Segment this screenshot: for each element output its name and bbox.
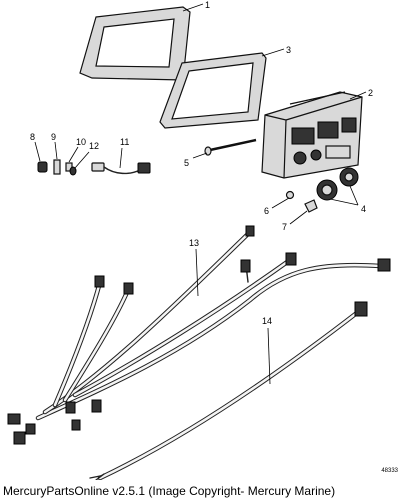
- part-14-extension-harness[interactable]: [89, 301, 368, 480]
- part-6-washer[interactable]: [285, 190, 295, 200]
- callout-2: 2: [368, 88, 373, 98]
- callout-4: 4: [361, 204, 366, 214]
- exploded-parts-diagram: 1 3 2 5 4 6: [7, 0, 391, 480]
- part-13-main-harness[interactable]: [7, 225, 391, 445]
- callout-6: 6: [264, 206, 269, 216]
- copyright-footer: MercuryPartsOnline v2.5.1 (Image Copyrig…: [3, 484, 336, 498]
- callout-13: 13: [189, 238, 199, 248]
- part-3-gasket[interactable]: [159, 52, 267, 129]
- callout-1: 1: [205, 0, 210, 10]
- part-11-jumper-harness[interactable]: [91, 162, 151, 175]
- part-4-knobs[interactable]: [316, 167, 359, 201]
- part-12-o-ring[interactable]: [69, 166, 77, 176]
- part-1-bezel[interactable]: [79, 6, 191, 81]
- part-7-clip[interactable]: [304, 199, 318, 213]
- callout-3: 3: [286, 45, 291, 55]
- callout-5: 5: [184, 158, 189, 168]
- callout-9: 9: [51, 132, 56, 142]
- part-8-plug[interactable]: [37, 161, 48, 173]
- reference-number: 48333: [381, 468, 398, 474]
- part-5-screw[interactable]: [204, 138, 257, 156]
- callout-14: 14: [262, 316, 272, 326]
- callout-12: 12: [89, 141, 99, 151]
- callout-8: 8: [30, 132, 35, 142]
- part-2-display-housing[interactable]: [261, 91, 363, 179]
- callout-10: 10: [76, 137, 86, 147]
- callout-7: 7: [282, 222, 287, 232]
- part-9-seal[interactable]: [53, 159, 61, 175]
- callout-11: 11: [120, 137, 129, 147]
